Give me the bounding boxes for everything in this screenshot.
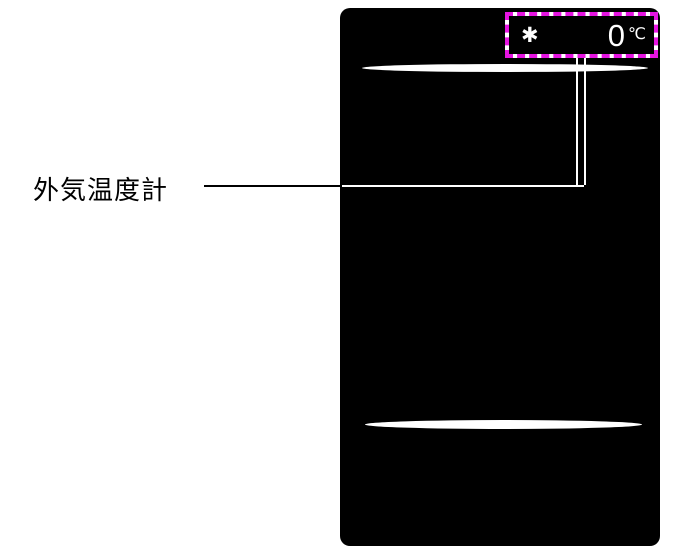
instrument-panel: ✱ 0 ℃	[340, 8, 660, 546]
snowflake-icon: ✱	[521, 23, 539, 47]
temperature-value: 0	[607, 17, 626, 53]
callout-label: 外気温度計	[33, 175, 169, 205]
temperature-display-highlight-box: ✱ 0 ℃	[505, 12, 658, 58]
callout-leader-line	[204, 185, 345, 187]
panel-bottom-highlight-line	[365, 420, 642, 429]
leader-line-inner-horizontal	[342, 185, 584, 187]
leader-line-inner-vertical	[576, 56, 586, 185]
temperature-unit: ℃	[628, 26, 646, 43]
panel-top-highlight-line	[362, 64, 648, 72]
outside-temperature-display: ✱ 0 ℃	[505, 12, 658, 58]
